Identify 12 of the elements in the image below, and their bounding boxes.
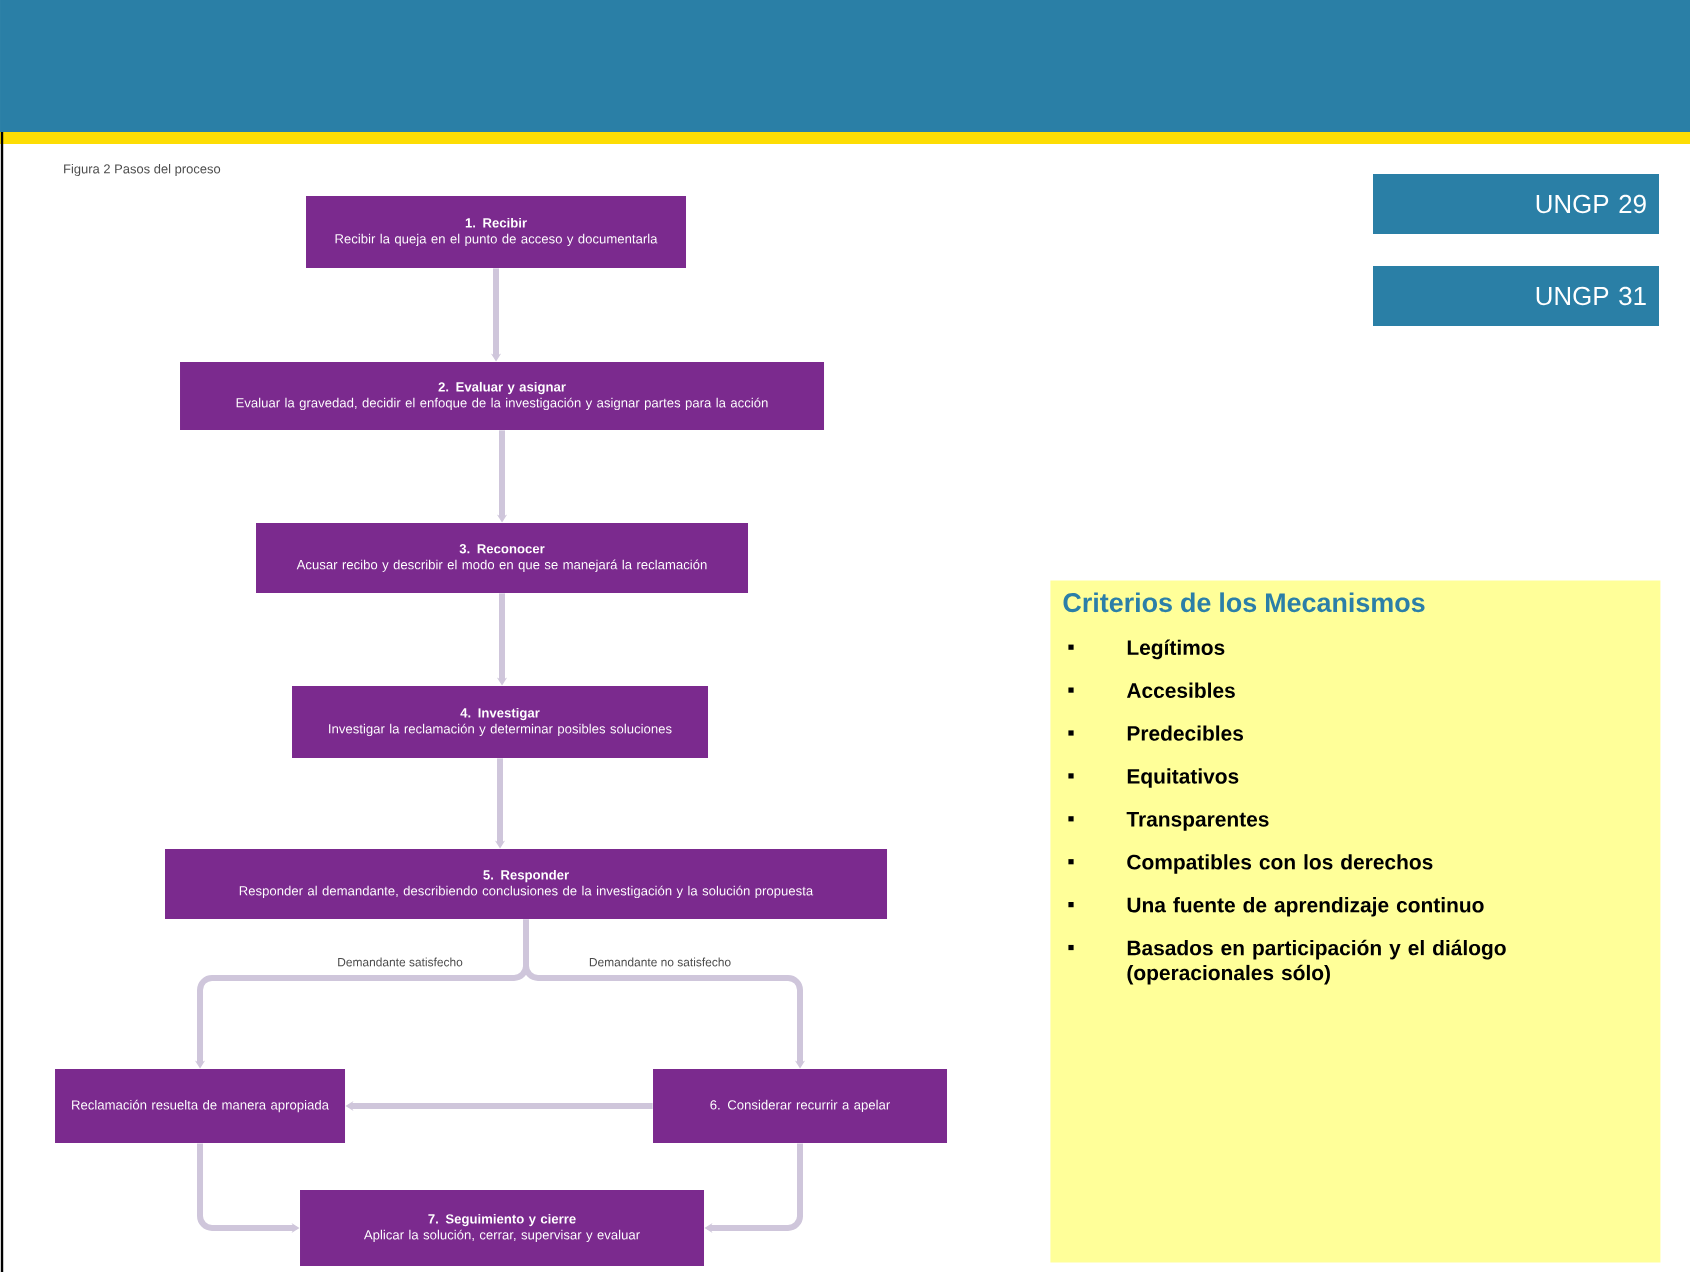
reference-tag: UNGP 31 [1373,266,1659,326]
list-item: Legítimos [1127,639,1225,660]
list-item: Predecibles [1127,725,1243,741]
list-item: Equitativos [1127,768,1239,788]
list-item: Accesibles [1126,682,1235,698]
list-item: Compatibles con los derechos [1127,854,1433,874]
panel-title: Criterios de los Mecanismos [1063,592,1425,613]
list-item: Transparentes [1126,812,1269,831]
list-item: Basados en participación y el diálogo (operacionales sólo) [1127,939,1506,985]
criteria-panel [1050,580,1661,1263]
reference-tag: UNGP 29 [1373,174,1659,234]
list-item: Una fuente de aprendizaje continuo [1127,897,1484,917]
